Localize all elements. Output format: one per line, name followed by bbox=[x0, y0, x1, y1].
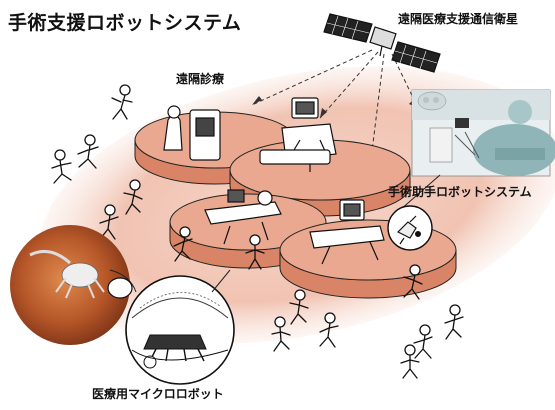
assist-robot-icon bbox=[309, 199, 385, 265]
label-assist-robot: 手術助手ロボットシステム bbox=[388, 185, 532, 199]
assist-zoom-circle bbox=[387, 205, 433, 251]
micro-zoom-circle bbox=[125, 275, 235, 385]
satellite-icon bbox=[323, 13, 441, 73]
people-figures bbox=[51, 84, 464, 379]
surgical-robot-icon bbox=[259, 97, 337, 172]
page-title: 手術支援ロボットシステム bbox=[8, 12, 242, 34]
patient-bed-icon bbox=[204, 189, 282, 245]
label-satellite: 遠隔医療支援通信衛星 bbox=[398, 12, 519, 26]
micro-robot-photo bbox=[10, 225, 130, 345]
doctor-console-icon bbox=[163, 105, 221, 161]
label-micro-robot: 医療用マイクロロボット bbox=[92, 387, 224, 401]
label-remote-diagnosis: 遠隔診療 bbox=[176, 72, 225, 86]
operating-room-photo bbox=[411, 89, 555, 177]
